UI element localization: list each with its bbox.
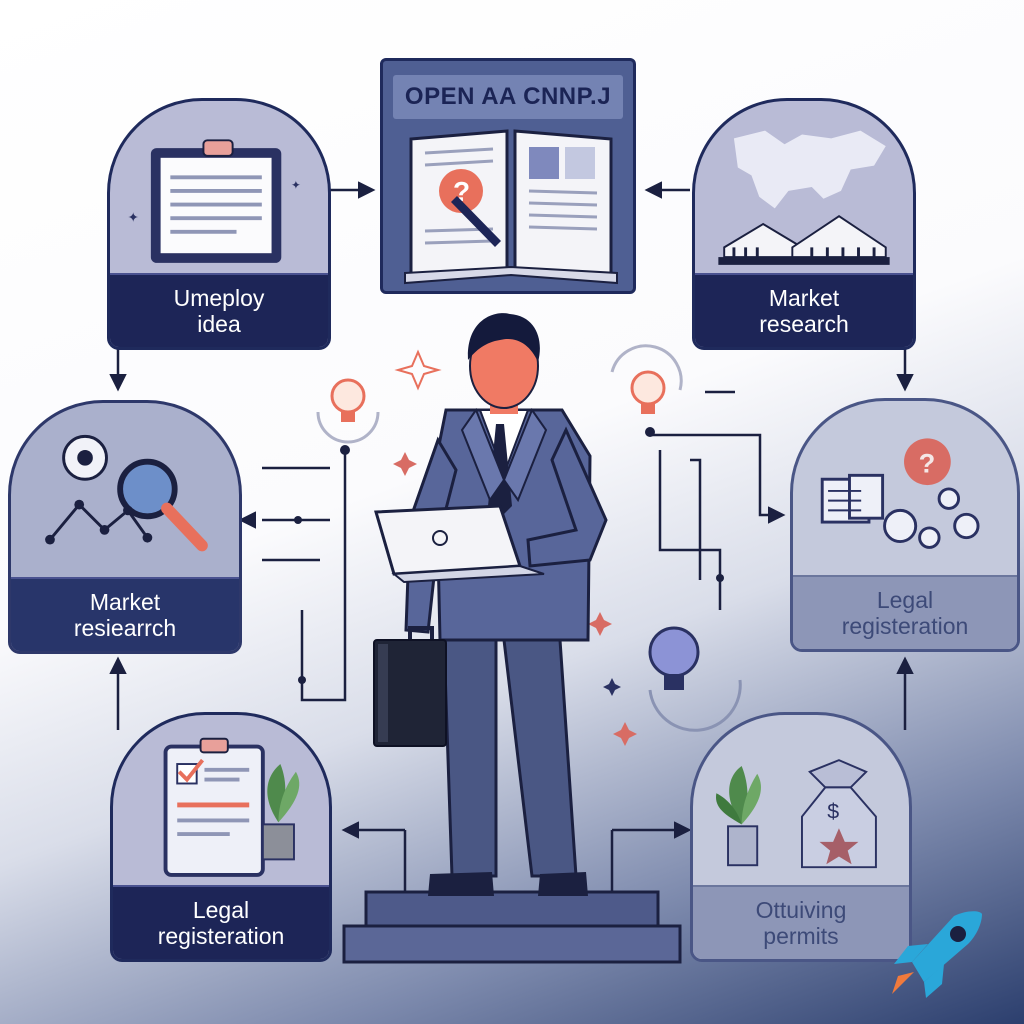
podium [342,890,682,964]
question-mark-icon [439,169,483,213]
svg-text:$: $ [827,800,839,824]
card-label: Legal registeration [113,885,329,959]
clipboard-icon: ✦ ✦ [128,139,301,263]
card-market-research-top: Market research [692,98,916,350]
card-label: Market resiearrch [11,577,239,651]
clipboard-icon [163,737,265,877]
open-book-icon: ? [404,129,618,285]
checkbox-icon [176,763,198,785]
star-icon [819,828,859,865]
svg-text:✦: ✦ [291,178,301,192]
rocket-icon [892,911,982,998]
card-umeploy-idea: ✦ ✦ Umeploy idea [107,98,331,350]
panel-title: OPEN AA CNNP.J [404,83,612,110]
lightbulb-icon [316,378,380,444]
svg-text:✦: ✦ [128,210,139,226]
card-label: Ottuiving permits [693,885,909,959]
card-market-research-left: Market resiearrch [8,400,242,654]
card-label: Market research [695,273,913,347]
world-map-icon [718,130,890,265]
card-label: Legal registeration [793,575,1017,649]
lightbulb-icon [648,626,742,732]
pen-icon [451,196,501,247]
businessman [404,313,608,896]
card-obtaining-permits: $ Ottuiving permits [690,712,912,962]
briefcase-icon [373,626,447,747]
gear-icon [62,434,108,481]
gear-icon [883,487,980,549]
card-legal-registration-left: Legal registeration [110,712,332,962]
laptop-icon [374,504,545,584]
title-banner [393,75,623,119]
plant-icon [261,764,300,861]
lightbulb-icon [610,344,683,414]
plant-icon [716,765,761,867]
sparkle-icon [394,349,442,391]
svg-text:?: ? [919,447,936,478]
magnifier-icon [117,458,208,552]
card-legal-registration-right: ? Legal registeration [790,398,1020,652]
money-bag-icon: $ [801,759,877,869]
center-title-panel: OPEN AA CNNP.J ? [380,58,636,294]
card-label: Umeploy idea [110,273,328,347]
building-icon [718,215,890,265]
question-mark-icon [904,438,951,486]
